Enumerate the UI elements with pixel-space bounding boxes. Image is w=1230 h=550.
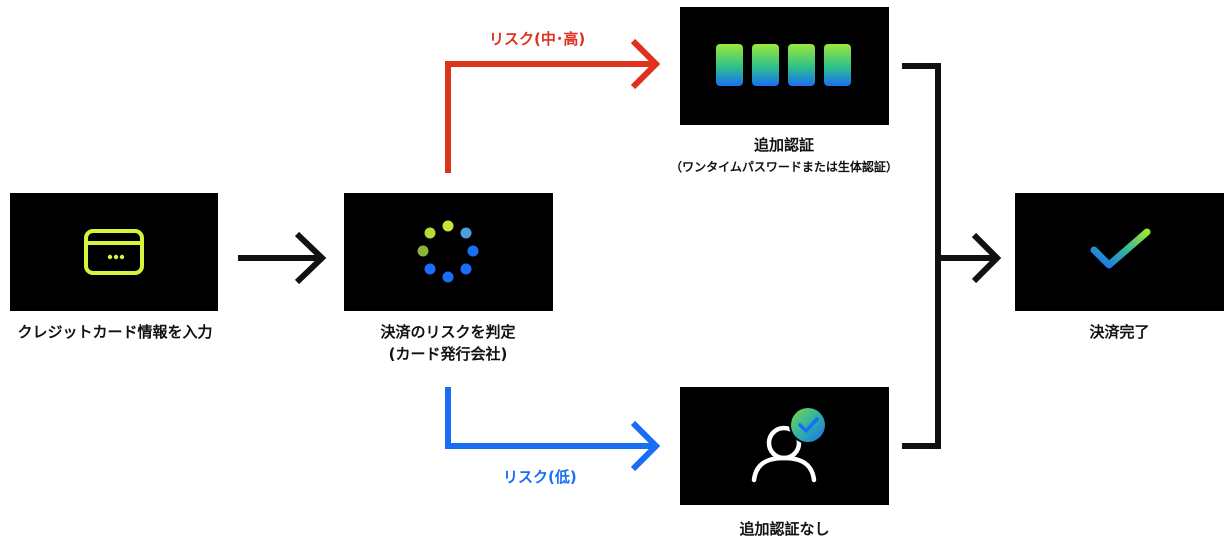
step-card-input-label: クレジットカード情報を入力 (0, 321, 230, 343)
risk-check-text: 決済のリスクを判定 (380, 323, 516, 341)
step-extra-auth-label: 追加認証 （ワンタイムパスワードまたは生体認証） (634, 134, 934, 178)
step-no-auth-box (680, 387, 889, 505)
passcode-entry-icon (716, 44, 851, 86)
checkmark-icon (1090, 228, 1151, 269)
verified-user-icon (751, 406, 827, 483)
branch-high-label: リスク(中･高) (489, 30, 586, 48)
arrow-high-risk (445, 38, 661, 173)
arrow-card-to-risk (238, 231, 327, 285)
loading-spinner-icon (417, 220, 479, 283)
step-risk-check-box (344, 193, 553, 311)
step-complete-box (1015, 193, 1224, 311)
extra-auth-subtext: （ワンタイムパスワードまたは生体認証） (670, 160, 898, 174)
branch-low-label: リスク(低) (503, 468, 577, 486)
arrow-low-risk (445, 387, 661, 472)
card-input-text: クレジットカード情報を入力 (17, 323, 213, 341)
step-no-auth-label: 追加認証なし (680, 518, 889, 540)
credit-card-icon (84, 229, 144, 275)
step-complete-label: 決済完了 (1015, 321, 1224, 343)
merge-bracket (902, 63, 1002, 449)
risk-check-subtext: (カード発行会社) (388, 345, 508, 363)
step-extra-auth-box (680, 7, 889, 125)
complete-text: 決済完了 (1089, 323, 1150, 341)
step-risk-check-label: 決済のリスクを判定 (カード発行会社) (338, 321, 558, 365)
extra-auth-text: 追加認証 (753, 136, 814, 154)
no-auth-text: 追加認証なし (739, 520, 830, 538)
step-card-input-box (10, 193, 218, 311)
